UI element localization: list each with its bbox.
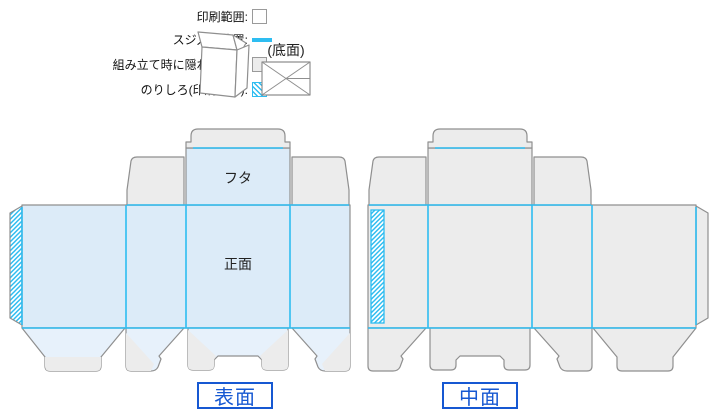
assembled-box-illustration [197, 31, 250, 98]
front-sheet-caption: 表面 [197, 382, 273, 409]
tuck-flap [185, 128, 291, 149]
glue-flap-inner [695, 205, 709, 326]
bottom-face-folds [261, 61, 311, 96]
front-panel-label: 正面 [224, 256, 252, 272]
dust-flap-right [291, 156, 350, 206]
print-area-swatch [252, 9, 267, 24]
lid-panel [185, 147, 291, 206]
front-dieline-creases [21, 147, 350, 329]
inner-dieline-creases [368, 147, 697, 329]
inner-sheet-caption: 中面 [442, 382, 518, 409]
bottom-flap-side-right-inner [533, 327, 593, 372]
bottom-face-illustration [261, 61, 311, 96]
lid-panel-label: フタ [224, 170, 252, 186]
bottom-flap-front-hidden-left [188, 330, 216, 370]
box-side-face [234, 44, 250, 98]
bottom-flap-side-left-hidden [126, 333, 154, 371]
bottom-flap-front-hidden-right [260, 330, 288, 370]
box-front-face [199, 46, 238, 98]
glue-adhesion-area [370, 209, 385, 324]
glue-flap [9, 205, 23, 326]
legend-label-print-area: 印刷範囲: [196, 10, 248, 24]
front-dieline [9, 128, 351, 372]
dust-flap-right-inner [533, 156, 592, 206]
dust-flap-left [126, 156, 185, 206]
lid-panel-inner [427, 147, 533, 206]
tuck-flap-inner [427, 128, 533, 149]
bottom-face-label: (底面) [267, 42, 305, 58]
bottom-flap-side-left-inner [367, 327, 427, 372]
bottom-flap-front-inner [429, 327, 531, 371]
inner-dieline [367, 128, 709, 372]
crease-line-swatch [252, 38, 272, 42]
bottom-flap-back-tab [45, 357, 101, 371]
dust-flap-left-inner [368, 156, 427, 206]
bottom-flap-side-right-hidden [322, 333, 350, 371]
bottom-flap-back-inner [592, 327, 697, 372]
